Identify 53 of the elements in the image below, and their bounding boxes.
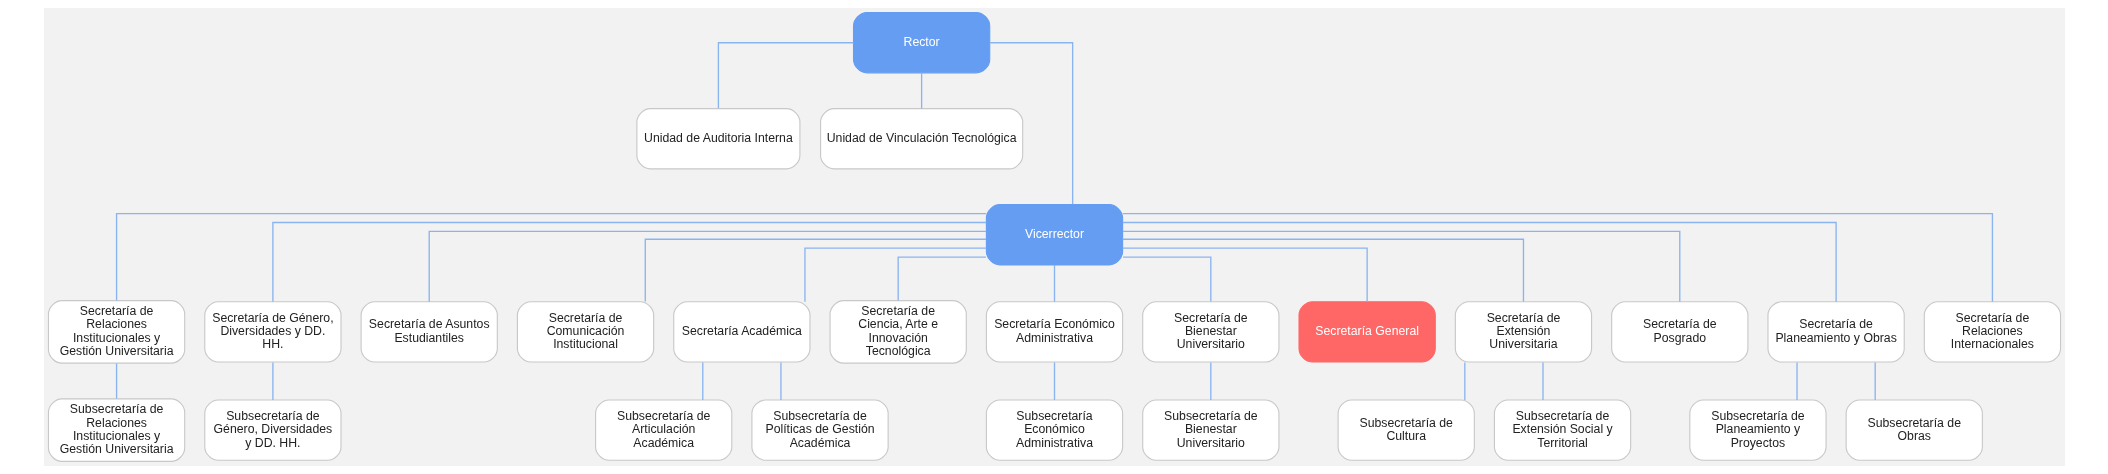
- connector: [1541, 361, 1544, 401]
- connector: [271, 361, 274, 401]
- connector: [1874, 361, 1876, 401]
- connector: [644, 238, 987, 303]
- node-box: Secretaría de Posgrado: [1610, 301, 1748, 363]
- node-box: Secretaría de Relaciones Institucionales y Gestión Universitaria: [47, 300, 185, 364]
- node-box: Secretaría de Extensión Universitaria: [1454, 301, 1592, 363]
- connector: [897, 256, 987, 302]
- connector: [920, 72, 922, 110]
- node-box: Secretaría de Género, Diversidades y DD. HH.: [203, 301, 342, 363]
- connector: [1053, 264, 1055, 303]
- connector: [1121, 256, 1211, 303]
- node-box: Unidad de Vinculación Tecnológica: [819, 108, 1023, 170]
- connector: [1121, 221, 1837, 303]
- node-box: Rector: [852, 12, 990, 74]
- connector: [1795, 361, 1798, 401]
- node-box: Unidad de Auditoria Interna: [635, 108, 800, 170]
- connector: [1121, 247, 1368, 303]
- node-box: Secretaría de Bienestar Universitario: [1141, 301, 1279, 363]
- connector: [428, 230, 987, 303]
- node-box: Subsecretaría de Políticas de Gestión Académica: [750, 399, 889, 461]
- node-box: Secretaría Económico Administrativa: [985, 301, 1123, 363]
- node-box: Subsecretaría de Cultura: [1337, 399, 1475, 461]
- node-box: Subsecretaría Económico Administrativa: [985, 399, 1123, 461]
- node-box: Subsecretaría de Extensión Social y Territorial: [1493, 399, 1631, 461]
- node-box: Subsecretaría de Género, Diversidades y DD. HH.: [203, 399, 342, 461]
- connector: [1463, 361, 1465, 401]
- node-box: Subsecretaría de Bienestar Universitario: [1141, 399, 1279, 461]
- connector: [271, 221, 987, 303]
- connector: [1209, 361, 1211, 401]
- connector: [115, 362, 117, 400]
- node-box: Subsecretaría de Obras: [1845, 399, 1983, 461]
- node-box: Subsecretaría de Articulación Académica: [594, 399, 732, 461]
- connector: [803, 247, 987, 303]
- connector: [717, 42, 854, 110]
- node-box: Secretaría de Asuntos Estudiantiles: [360, 301, 498, 363]
- connector: [1121, 212, 1993, 303]
- node-box: Secretaría de Comunicación Institucional: [516, 301, 654, 363]
- node-box: Secretaría Académica: [672, 301, 811, 363]
- connector: [701, 361, 703, 401]
- node-box: Secretaría de Relaciones Internacionales: [1923, 301, 2061, 363]
- node-box: Secretaría de Ciencia, Arte e Innovación Tecnológica: [829, 300, 967, 364]
- connector: [1053, 361, 1055, 401]
- connector: [115, 212, 987, 302]
- node-box: Subsecretaría de Relaciones Institucionales y Gestión Universitaria: [47, 398, 185, 462]
- connector: [988, 42, 1073, 205]
- connector: [1121, 230, 1680, 303]
- node-box: Secretaría General: [1297, 301, 1436, 363]
- connector: [779, 361, 782, 401]
- node-box: Subsecretaría de Planeamiento y Proyectos: [1688, 399, 1827, 461]
- connector: [1121, 238, 1524, 303]
- node-box: Secretaría de Planeamiento y Obras: [1766, 301, 1905, 363]
- node-box: Vicerrector: [985, 204, 1123, 266]
